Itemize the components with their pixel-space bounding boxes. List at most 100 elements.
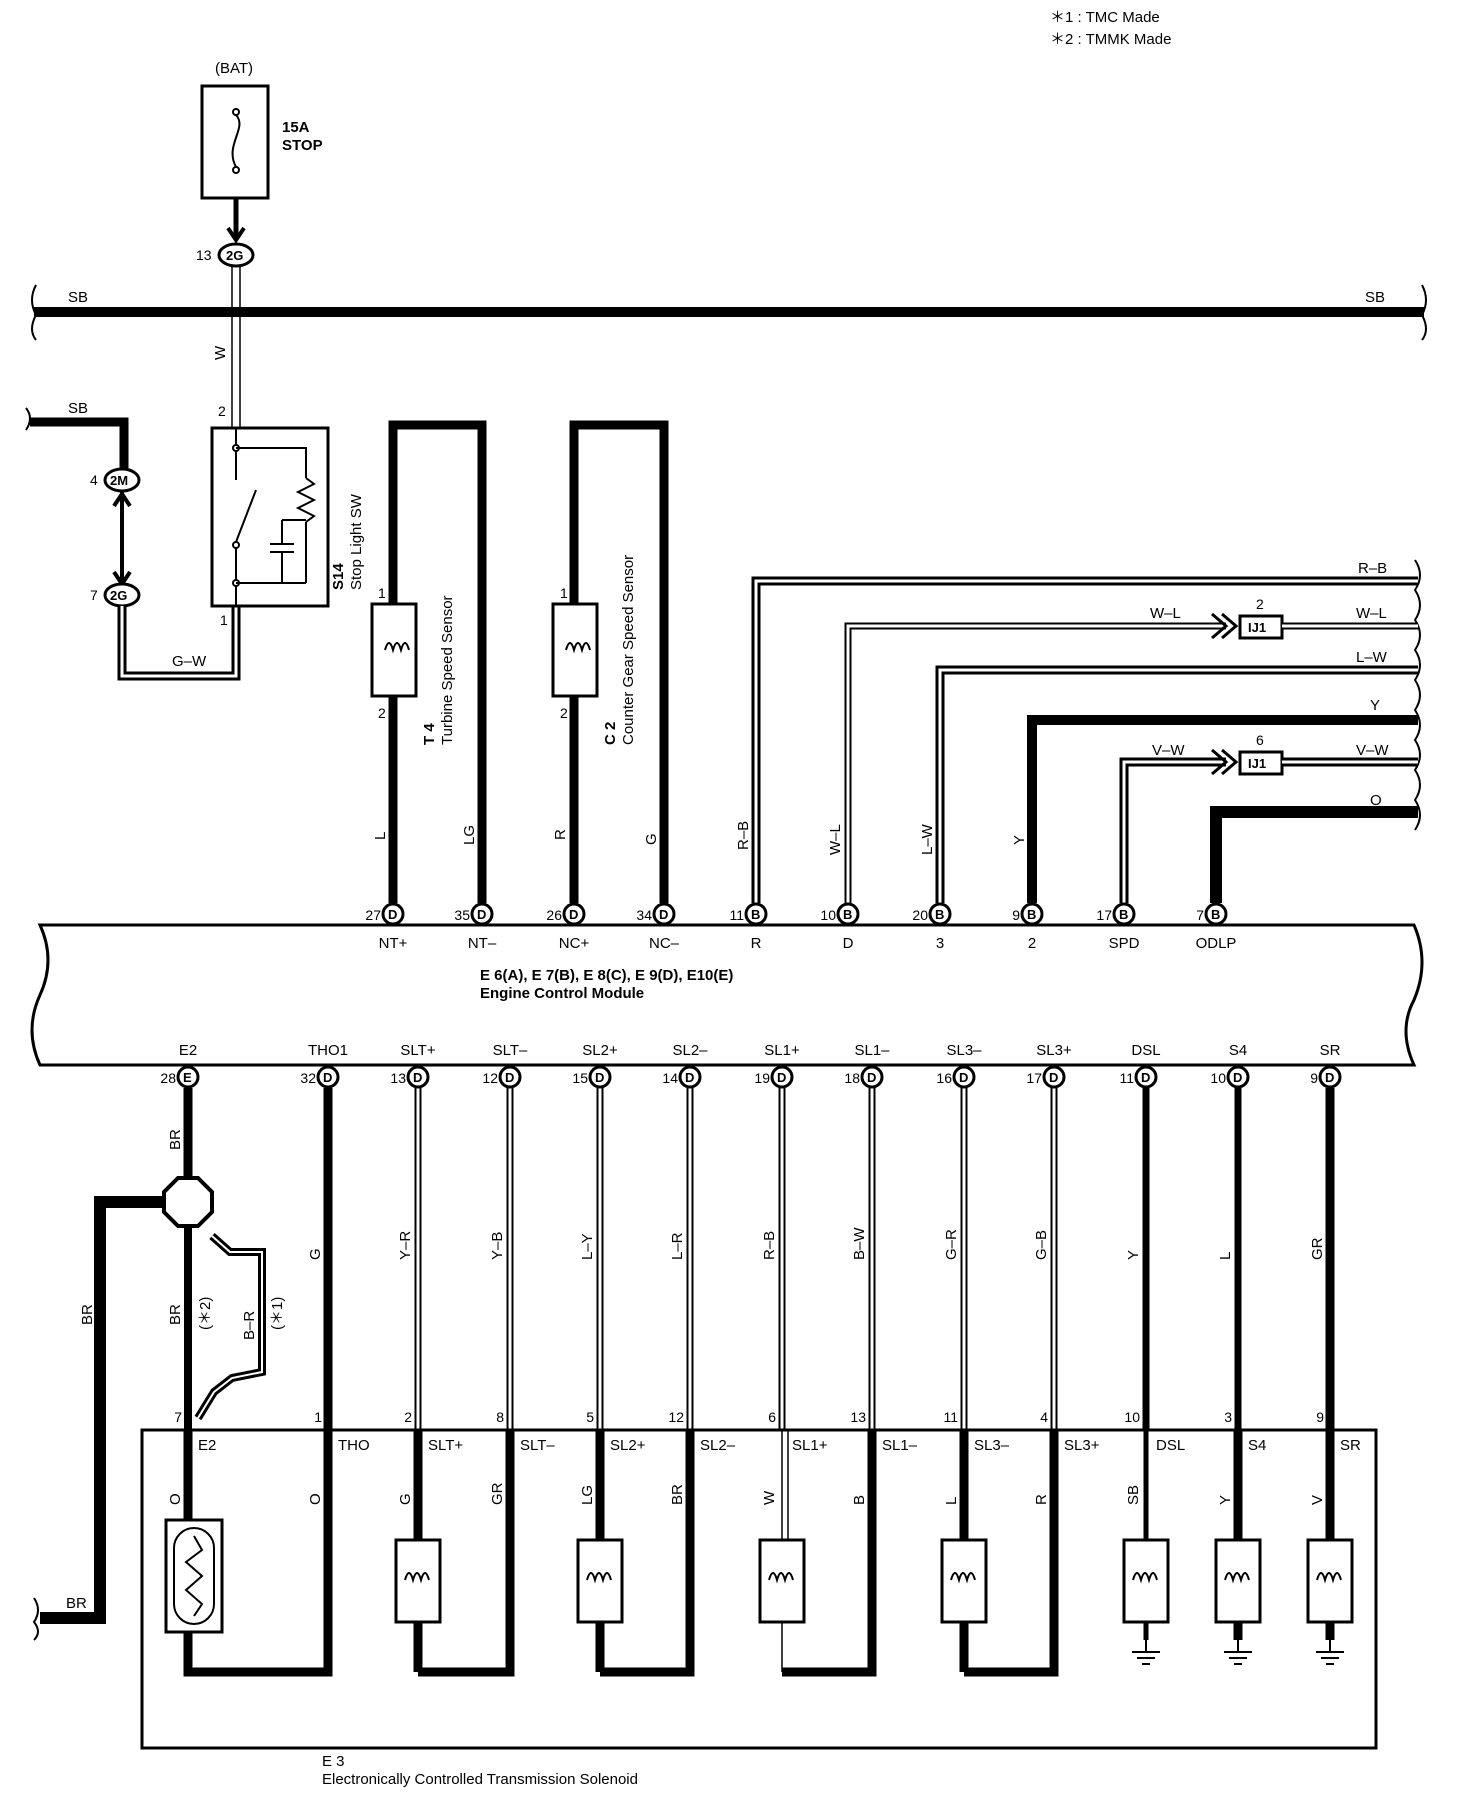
wire-label: O: [167, 1493, 184, 1505]
wire-label: V: [1309, 1495, 1326, 1505]
pin-connector: D: [867, 1070, 876, 1085]
pin-signal: 3: [936, 935, 944, 952]
pin-connector: B: [843, 907, 852, 922]
wire-label: BR: [167, 1129, 184, 1150]
ecm-bottom-pin: SL2+15L–YD: [572, 1042, 618, 1430]
pin-signal: NT+: [379, 935, 408, 952]
pin-signal: SLT–: [493, 1042, 528, 1059]
pin-number: 35: [454, 907, 470, 923]
wire-label: R–B: [761, 1231, 778, 1260]
solenoid-coil: [1306, 1538, 1354, 1624]
pin-connector: E: [183, 1070, 192, 1085]
pin-signal: SL2+: [582, 1042, 618, 1059]
pin-number: 17: [1096, 907, 1112, 923]
ground-icon: [1132, 1640, 1160, 1665]
pin-signal: SL1–: [854, 1042, 890, 1059]
pin-number: 26: [546, 907, 562, 923]
wire-end-label: Y: [1370, 697, 1380, 714]
pin-number: 16: [936, 1070, 952, 1086]
ecm-bottom-pin: SL1+19R–BD: [754, 1042, 800, 1430]
sensor-code: T 4: [421, 723, 438, 745]
note-tmc: ＊1 : TMC Made: [1050, 9, 1160, 26]
wire-label: G: [307, 1248, 324, 1260]
pin-signal: SLT–: [520, 1437, 555, 1454]
wire-label: L: [372, 832, 389, 840]
pin-number: 18: [844, 1070, 860, 1086]
pin-signal: SL2–: [672, 1042, 708, 1059]
pin-signal: S4: [1229, 1042, 1247, 1059]
ecm-bottom-pin: SL1–18B–WD: [844, 1042, 890, 1430]
turbine-speed-sensor: 1 2 T 4 Turbine Speed Sensor L LG: [370, 420, 487, 903]
ecm-bottom-pin: SLT–12Y–BD: [482, 1042, 528, 1430]
wire-label: Y: [1125, 1250, 1142, 1260]
pin-connector: D: [505, 1070, 514, 1085]
pin-signal: SLT+: [428, 1437, 463, 1454]
pin-connector: B: [935, 907, 944, 922]
thermistor: [164, 1518, 224, 1634]
pin-connector: D: [413, 1070, 422, 1085]
pin-number: 9: [1316, 1409, 1324, 1425]
solenoid-code: E 3: [322, 1753, 345, 1770]
joint-label: IJ1: [1248, 620, 1266, 635]
pin-number: 17: [1026, 1070, 1042, 1086]
wire-label: W: [761, 1490, 778, 1505]
ecm-bottom-pin: SLT+13Y–RD: [390, 1042, 436, 1430]
pin-number: 34: [636, 907, 652, 923]
ecm-top-pin: B92: [1012, 902, 1044, 952]
wire-label: GR: [1309, 1237, 1326, 1260]
pin-connector: D: [777, 1070, 786, 1085]
wire-label: BR: [79, 1304, 96, 1325]
connector-2g-top: 13 2G: [196, 242, 255, 268]
pin-label: 1: [378, 585, 386, 601]
ecm-bottom-pin: SL3+17G–BD: [1026, 1042, 1072, 1430]
wire-label: R: [1033, 1494, 1050, 1505]
wire-label: L: [1217, 1252, 1234, 1260]
pin-connector: B: [1211, 907, 1220, 922]
solenoid-coil: [1122, 1538, 1170, 1624]
pin-signal: SL2+: [610, 1437, 646, 1454]
pin-number: 7: [174, 1409, 182, 1425]
pin-signal: SL1+: [792, 1437, 828, 1454]
pin-signal: D: [843, 935, 854, 952]
pin-label: 7: [90, 587, 98, 603]
pin-number: 8: [496, 1409, 504, 1425]
connector-label: 2M: [110, 473, 128, 488]
engine-control-module: E 6(A), E 7(B), E 8(C), E 9(D), E10(E) E…: [30, 923, 1424, 1067]
connector-label: 2G: [226, 248, 243, 263]
fuse-name: STOP: [282, 137, 323, 154]
pin-signal: E2: [198, 1437, 216, 1454]
pin-signal: SL1–: [882, 1437, 918, 1454]
pin-connector: D: [1325, 1070, 1334, 1085]
solenoid-internals: 7E2O1THOO2SLT+G8SLT–GR5SL2+LG12SL2–BR6SL…: [164, 1409, 1361, 1677]
pin-signal: DSL: [1156, 1437, 1185, 1454]
bus-label-right: SB: [1365, 289, 1385, 306]
pin-signal: THO: [338, 1437, 370, 1454]
wire-label: V–W: [1152, 742, 1185, 759]
sb-feed-label: SB: [68, 400, 88, 417]
wire-label: BR: [669, 1484, 686, 1505]
wire-end-label: O: [1370, 792, 1382, 809]
wire-label: Y: [1011, 835, 1028, 845]
pin-signal: NT–: [468, 935, 497, 952]
wire-label: O: [307, 1493, 324, 1505]
wire-label: W–L: [1150, 605, 1181, 622]
solenoid-coil: [758, 1538, 806, 1624]
pin-number: 12: [668, 1409, 684, 1425]
wire-label: B: [851, 1495, 868, 1505]
pin-connector: B: [1027, 907, 1036, 922]
sensor-code: C 2: [602, 722, 619, 745]
wire-label: G–R: [943, 1229, 960, 1260]
solenoid-name: Electronically Controlled Transmission S…: [322, 1771, 638, 1788]
wire-label: L–W: [919, 823, 936, 855]
wire-label: L: [943, 1497, 960, 1505]
ecm-bottom-pin: SL2–14L–RD: [662, 1042, 708, 1430]
stop-fuse: (BAT) 15A STOP: [200, 60, 323, 244]
